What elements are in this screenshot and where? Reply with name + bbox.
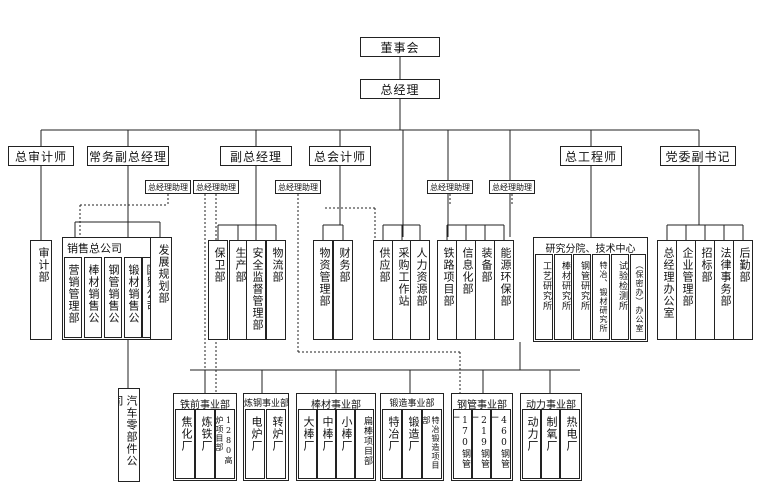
safety-supervision-department: 安全监督管理部 <box>246 240 266 340</box>
executive-vgm-label: 常务副总经理 <box>88 149 167 164</box>
sales-unit-1: 营销管理部 <box>64 257 82 338</box>
steelmaking-unit-1: 电炉厂 <box>245 409 265 479</box>
board-label: 董事会 <box>380 40 420 55</box>
forging-unit-1: 特冶厂 <box>382 409 402 479</box>
chief-auditor-box: 总审计师 <box>8 146 74 166</box>
security-department: 保卫部 <box>208 240 228 340</box>
bar-division-title: 棒材事业部 <box>311 400 361 411</box>
pipe-unit-1: 170钢管厂 <box>453 409 472 479</box>
vgm-label: 副总经理 <box>229 149 282 164</box>
research-unit-5: 试验检测所 <box>611 254 629 340</box>
research-center-title: 研究分院、技术中心 <box>545 244 636 255</box>
audit-department: 审计部 <box>30 240 52 340</box>
it-department: 信息化部 <box>456 240 476 340</box>
research-unit-2: 棒材研究所 <box>554 254 572 340</box>
vgm-box: 副总经理 <box>220 146 292 166</box>
party-deputy-secretary-box: 党委副书记 <box>660 146 736 166</box>
power-unit-3: 热电厂 <box>560 409 580 479</box>
hr-department: 人力资源部 <box>410 240 430 340</box>
ironmaking-division-title: 铁前事业部 <box>180 400 230 411</box>
equipment-department: 装备部 <box>475 240 495 340</box>
gm-assistant-3: 总经理助理 <box>275 180 321 194</box>
enterprise-management-department: 企业管理部 <box>676 240 696 340</box>
power-unit-2: 制氧厂 <box>541 409 560 479</box>
forging-unit-3: 特冶锻造项目部 <box>422 409 442 479</box>
research-unit-6: （保密办）办公室 <box>630 254 646 340</box>
bar-unit-2: 中棒厂 <box>317 409 336 479</box>
logistics-department: 物流部 <box>266 240 286 340</box>
chief-engineer-label: 总工程师 <box>564 149 617 164</box>
research-unit-4: 特冶、锻材研究所 <box>592 254 610 340</box>
sales-unit-2: 棒材销售公司 <box>84 257 102 338</box>
chief-accountant-box: 总会计师 <box>309 146 371 166</box>
energy-environment-department: 能源环保部 <box>494 240 514 340</box>
procurement-station: 采购工作站 <box>392 240 412 340</box>
party-deputy-secretary-label: 党委副书记 <box>665 149 731 164</box>
railway-project-department: 铁路项目部 <box>437 240 457 340</box>
chief-engineer-box: 总工程师 <box>560 146 622 166</box>
gm-assistant-1: 总经理助理 <box>145 180 191 194</box>
tender-department: 招标部 <box>695 240 715 340</box>
forging-unit-2: 锻造厂 <box>402 409 422 479</box>
research-unit-3: 钢管研究所 <box>573 254 591 340</box>
pipe-unit-3: 460钢管厂 <box>491 409 511 479</box>
auto-parts-company: 汽车零部件公司 <box>118 388 140 482</box>
general-manager-label: 总经理 <box>380 82 420 97</box>
finance-department: 财务部 <box>333 240 353 340</box>
steelmaking-unit-2: 转炉厂 <box>266 409 286 479</box>
gm-office: 总经理办公室 <box>657 240 677 340</box>
general-manager-box: 总经理 <box>360 79 440 99</box>
sales-unit-4: 锻材销售公司 <box>124 257 142 338</box>
bar-unit-3: 小棒厂 <box>336 409 355 479</box>
gm-assistant-4: 总经理助理 <box>427 180 473 194</box>
research-unit-1: 工艺研究所 <box>535 254 553 340</box>
ironmaking-unit-2: 炼铁厂 <box>195 409 215 479</box>
forging-division-title: 锻造事业部 <box>389 399 435 409</box>
bar-unit-1: 大棒厂 <box>298 409 317 479</box>
executive-vgm-box: 常务副总经理 <box>87 146 169 166</box>
board-box: 董事会 <box>360 37 440 57</box>
chief-accountant-label: 总会计师 <box>313 149 366 164</box>
sales-unit-3: 钢管销售公司 <box>104 257 122 338</box>
pipe-division-title: 钢管事业部 <box>457 400 507 411</box>
materials-management-department: 物资管理部 <box>313 240 333 340</box>
gm-assistant-5: 总经理助理 <box>489 180 535 194</box>
power-unit-1: 动力厂 <box>522 409 541 479</box>
development-planning-department: 发展规划部 <box>150 237 172 340</box>
legal-affairs-department: 法律事务部 <box>714 240 734 340</box>
ironmaking-unit-1: 焦化厂 <box>175 409 195 479</box>
gm-assistant-2: 总经理助理 <box>193 180 239 194</box>
bar-unit-4: 扁棒项目部 <box>355 409 374 479</box>
chief-auditor-label: 总审计师 <box>14 149 67 164</box>
logistics-service-department: 后勤部 <box>733 240 753 340</box>
pipe-unit-2: 219钢管厂 <box>472 409 491 479</box>
ironmaking-unit-3: 1280高炉项目部 <box>215 409 235 479</box>
steelmaking-division-title: 炼钢事业部 <box>244 399 290 409</box>
sales-company-title: 销售总公司 <box>67 242 122 255</box>
supply-department: 供应部 <box>373 240 393 340</box>
power-division-title: 动力事业部 <box>526 400 576 411</box>
